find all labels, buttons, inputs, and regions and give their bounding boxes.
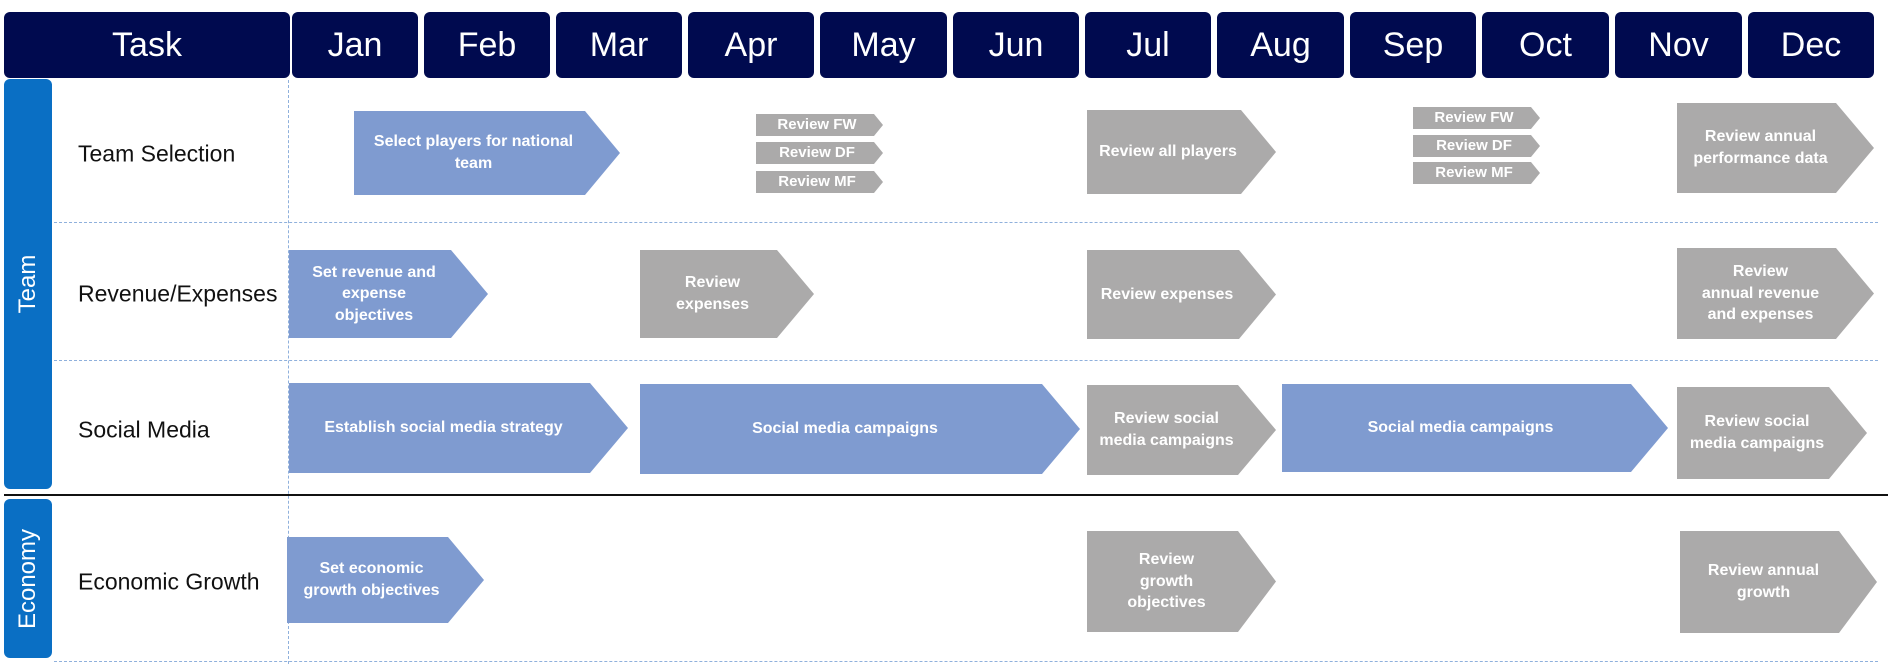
activity-arrow: Review growth objectives xyxy=(1087,531,1276,632)
activity-arrow: Social media campaigns xyxy=(640,384,1080,474)
activity-arrow: Review FW xyxy=(756,114,883,136)
month-header-nov: Nov xyxy=(1615,12,1742,78)
activity-arrow: Review MF xyxy=(1413,162,1540,184)
task-label-revenue-expenses: Revenue/Expenses xyxy=(78,280,278,307)
group-bar-economy xyxy=(4,499,52,658)
task-label-social-media: Social Media xyxy=(78,416,210,443)
month-header-jul: Jul xyxy=(1085,12,1211,78)
activity-arrow: Review social media campaigns xyxy=(1087,385,1276,475)
group-label-team: Team xyxy=(14,254,41,314)
month-header-may: May xyxy=(820,12,947,78)
month-header-apr: Apr xyxy=(688,12,814,78)
activity-arrow: Review all players xyxy=(1087,110,1276,194)
activity-arrow: Set economic growth objectives xyxy=(287,537,484,623)
activity-arrow: Review FW xyxy=(1413,107,1540,129)
month-header-feb: Feb xyxy=(424,12,550,78)
row-divider xyxy=(54,661,1878,662)
activity-arrow: Review MF xyxy=(756,171,883,193)
month-header-sep: Sep xyxy=(1350,12,1476,78)
activity-arrow: Select players for national team xyxy=(354,111,620,195)
activity-arrow: Review social media campaigns xyxy=(1677,387,1867,479)
month-header-jan: Jan xyxy=(292,12,418,78)
task-label-team-selection: Team Selection xyxy=(78,140,236,167)
activity-arrow: Set revenue and expense objectives xyxy=(289,250,488,338)
activity-arrow: Review annual growth xyxy=(1680,531,1877,633)
task-column-header: Task xyxy=(4,12,290,78)
month-header-dec: Dec xyxy=(1748,12,1874,78)
month-header-aug: Aug xyxy=(1217,12,1344,78)
task-label-economic-growth: Economic Growth xyxy=(78,568,260,595)
row-divider xyxy=(54,222,1878,223)
activity-arrow: Review annual performance data xyxy=(1677,103,1874,193)
activity-arrow: Review DF xyxy=(1413,135,1540,157)
activity-arrow: Review expenses xyxy=(1087,250,1276,339)
activity-arrow: Social media campaigns xyxy=(1282,384,1668,472)
activity-arrow: Review expenses xyxy=(640,250,814,338)
group-divider xyxy=(4,494,1888,496)
month-header-mar: Mar xyxy=(556,12,682,78)
activity-arrow: Review DF xyxy=(756,142,883,164)
group-label-economy: Economy xyxy=(14,528,41,629)
month-header-oct: Oct xyxy=(1482,12,1609,78)
activity-arrow: Establish social media strategy xyxy=(289,383,628,473)
month-header-jun: Jun xyxy=(953,12,1079,78)
row-divider xyxy=(54,360,1878,361)
group-bar-team xyxy=(4,79,52,489)
task-column-divider xyxy=(288,80,289,664)
activity-arrow: Review annual revenue and expenses xyxy=(1677,248,1874,339)
